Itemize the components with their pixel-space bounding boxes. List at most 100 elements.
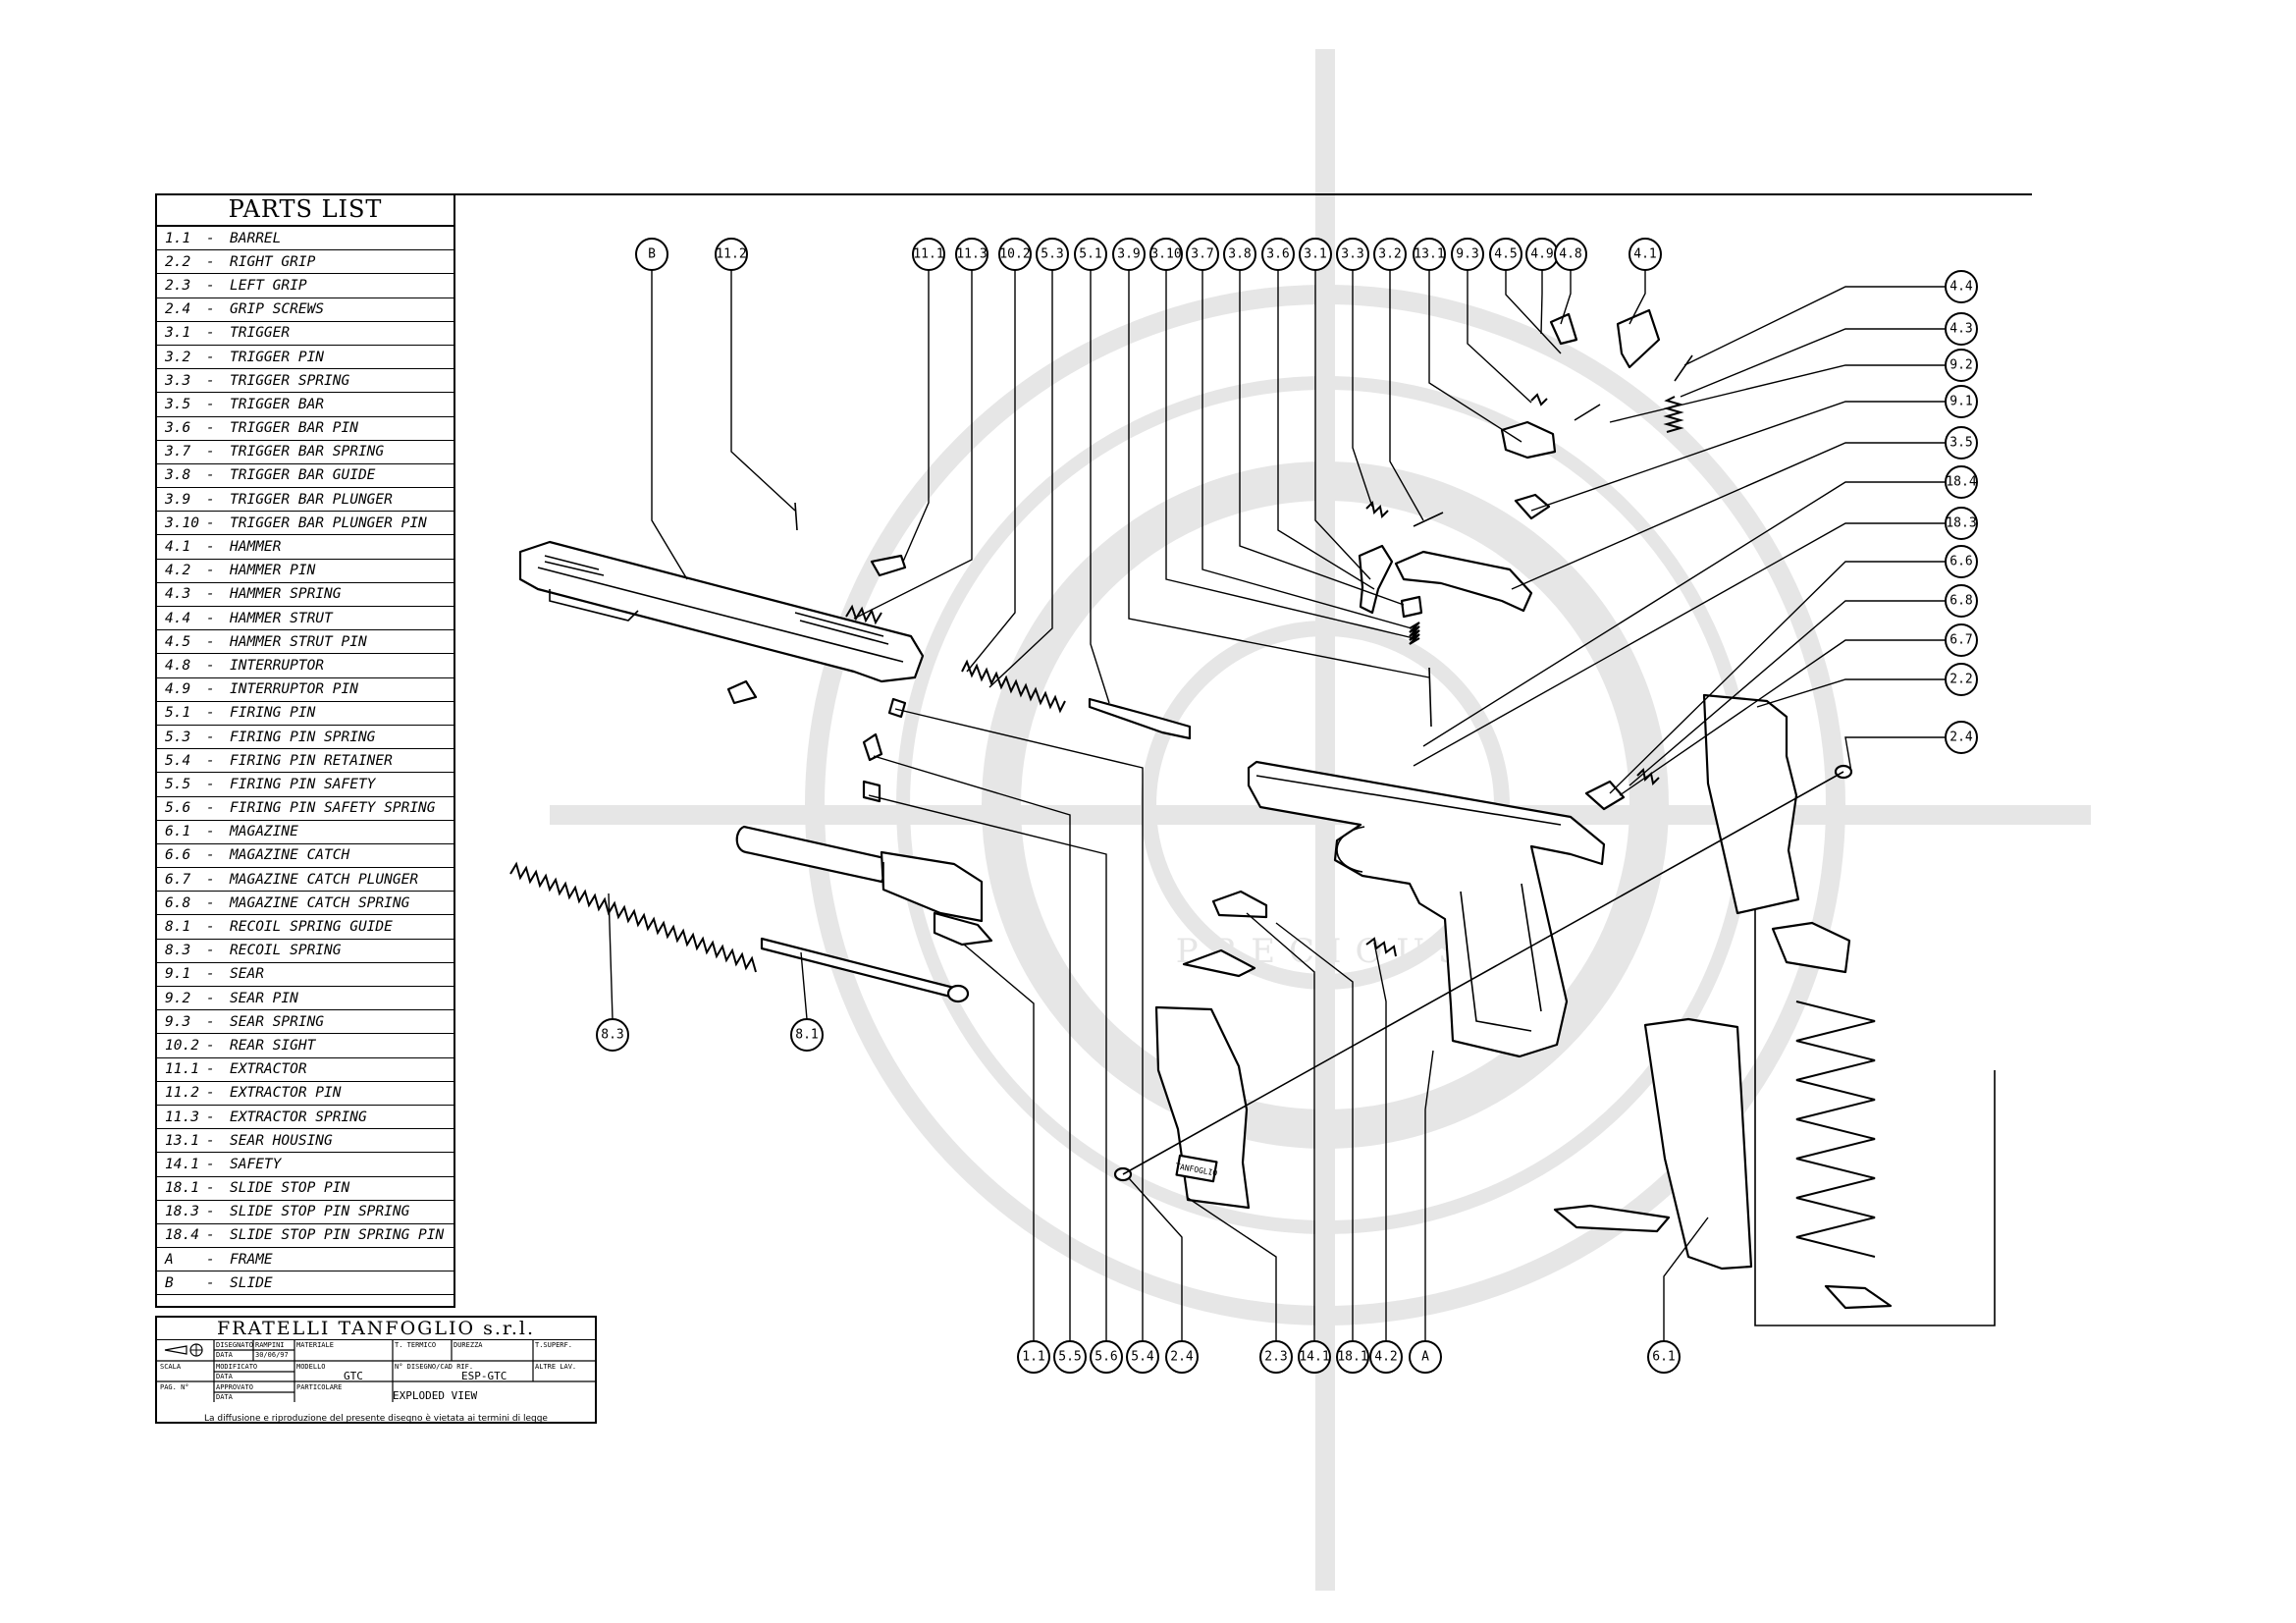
callout-bottom-8-text: 4.2 [1374,1350,1397,1365]
parts-list-row: 3.5-TRIGGER BAR [157,393,454,417]
leader-right-10 [1756,678,1946,708]
leader-bottom-2 [868,794,1107,1341]
callout-left-0: 8.3 [596,1018,629,1052]
part-name: TRIGGER [230,325,291,342]
separator-dash: - [206,1109,215,1125]
callout-bottom-3-text: 5.4 [1131,1350,1154,1365]
parts-list-row: 3.3-TRIGGER SPRING [157,369,454,394]
part-name: FIRING PIN SAFETY [230,776,376,792]
separator-dash: - [206,1251,215,1268]
separator-dash: - [206,1227,215,1244]
callout-right-2: 9.2 [1945,349,1978,382]
parts-list-row: 11.3-EXTRACTOR SPRING [157,1106,454,1130]
callout-bottom-7-text: 18.1 [1337,1350,1367,1365]
left-grip-part: TANFOGLIO [1154,1005,1251,1210]
callout-bottom-2-text: 5.6 [1095,1350,1117,1365]
callout-top-2-text: 11.1 [913,247,943,262]
part-name: HAMMER [230,539,282,556]
callout-right-9-text: 6.7 [1949,633,1972,648]
parts-list-row: 4.2-HAMMER PIN [157,560,454,583]
part-code: 11.2 [165,1085,199,1102]
callout-top-1-text: 11.2 [716,247,746,262]
callout-top-13: 3.3 [1336,238,1369,271]
data3-label: DATA [216,1393,233,1401]
callout-bottom-10: 6.1 [1647,1340,1681,1374]
callout-top-17-text: 4.5 [1494,247,1517,262]
separator-dash: - [206,847,215,864]
separator-dash: - [206,752,215,769]
materiale-label: MATERIALE [296,1341,334,1349]
callout-top-18-text: 4.9 [1530,247,1553,262]
callout-bottom-6-text: 14.1 [1299,1350,1329,1365]
callout-top-15: 13.1 [1413,238,1446,271]
callout-top-3: 11.3 [955,238,988,271]
leader-right-1 [1680,328,1946,398]
callout-top-8: 3.10 [1149,238,1183,271]
parts-list-row: 10.2-REAR SIGHT [157,1034,454,1058]
disegnato-label: DISEGNATO [216,1341,253,1349]
parts-list-row: 3.10-TRIGGER BAR PLUNGER PIN [157,512,454,536]
callout-right-8-text: 6.8 [1949,594,1972,609]
leader-top-12 [1314,270,1371,580]
callout-top-6-text: 5.1 [1079,247,1101,262]
slide-stop-spring-part [1365,937,1397,957]
callout-right-0: 4.4 [1945,270,1978,303]
callout-top-11-text: 3.6 [1266,247,1289,262]
callout-right-6: 18.3 [1945,507,1978,540]
separator-dash: - [206,1085,215,1102]
parts-list-row: 2.4-GRIP SCREWS [157,298,454,322]
callout-bottom-5-text: 2.3 [1264,1350,1287,1365]
part-name: TRIGGER PIN [230,349,325,365]
leader-top-16 [1467,270,1532,404]
separator-dash: - [206,277,215,294]
part-name: EXTRACTOR [230,1061,307,1078]
slide-part [518,540,925,683]
parts-list-row: 5.5-FIRING PIN SAFETY [157,773,454,797]
leader-bottom-5 [1187,1197,1277,1341]
callout-top-18: 4.9 [1525,238,1559,271]
separator-dash: - [206,610,215,626]
numero-label: N° DISEGNO/CAD RIF. [395,1363,474,1371]
separator-dash: - [206,919,215,936]
leader-bottom-7 [1275,922,1354,1341]
parts-list-row: A-FRAME [157,1248,454,1272]
part-name: TRIGGER BAR PLUNGER PIN [230,514,427,531]
callout-right-2-text: 9.2 [1949,358,1972,373]
part-name: SLIDE [230,1274,273,1291]
slide-stop-part [1211,890,1268,919]
parts-list-row: 5.4-FIRING PIN RETAINER [157,749,454,774]
parts-list-row: 3.1-TRIGGER [157,322,454,346]
leader-right-11 [1844,736,1946,773]
parts-list-row: 3.6-TRIGGER BAR PIN [157,417,454,441]
leader-bottom-9 [1424,1050,1434,1341]
part-name: LEFT GRIP [230,277,307,294]
leader-top-7 [1128,270,1430,678]
leader-top-20 [1629,270,1646,325]
separator-dash: - [206,372,215,389]
part-name: TRIGGER SPRING [230,372,350,389]
part-name: GRIP SCREWS [230,301,325,318]
firing-pin-part [1088,697,1192,740]
part-code: 2.4 [165,301,191,318]
separator-dash: - [206,1132,215,1149]
callout-right-4-text: 3.5 [1949,436,1972,451]
data-label: DATA [216,1351,233,1359]
part-name: MAGAZINE CATCH PLUNGER [230,871,419,888]
leader-top-14 [1389,270,1424,521]
callout-top-14-text: 3.2 [1378,247,1401,262]
part-code: 4.3 [165,586,191,603]
callout-left-1: 8.1 [790,1018,824,1052]
hammer-spring-part [1663,396,1684,433]
part-code: B [165,1274,174,1291]
part-name: SLIDE STOP PIN SPRING [230,1204,410,1220]
parts-list-row: 8.1-RECOIL SPRING GUIDE [157,915,454,940]
parts-list-row: 2.3-LEFT GRIP [157,274,454,298]
firing-pin-spring-part [961,659,1066,714]
hammer-part [1616,308,1661,369]
callout-bottom-4: 2.4 [1165,1340,1199,1374]
callout-top-4: 10.2 [998,238,1032,271]
title-block: FRATELLI TANFOGLIO s.r.l. DISEGNATO RAMP… [155,1316,597,1424]
part-name: MAGAZINE [230,824,298,840]
